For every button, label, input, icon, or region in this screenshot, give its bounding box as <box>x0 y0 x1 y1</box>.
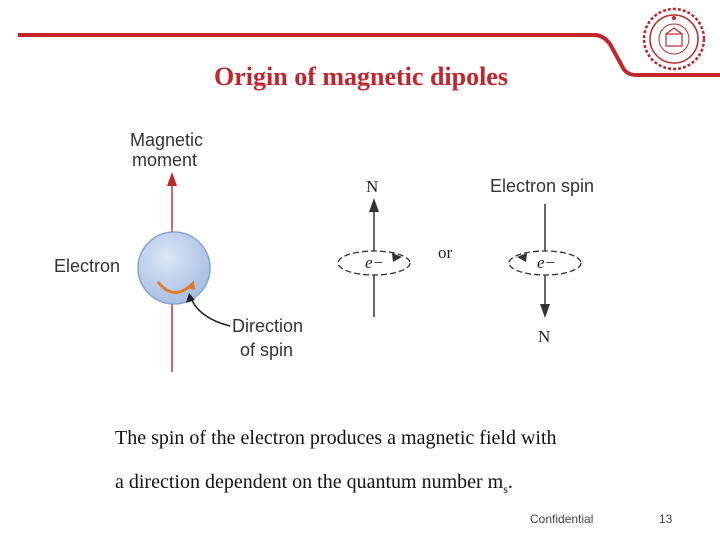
label-e-down: e− <box>537 253 556 272</box>
north-down-arrowhead <box>540 304 550 318</box>
north-up-arrowhead <box>369 198 379 212</box>
body-line-2: a direction dependent on the quantum num… <box>115 460 675 511</box>
body-text: The spin of the electron produces a magn… <box>115 416 675 511</box>
slide-title: Origin of magnetic dipoles <box>0 62 720 92</box>
magnetic-moment-arrowhead <box>167 172 177 186</box>
label-electron-spin: Electron spin <box>490 176 594 196</box>
label-moment: moment <box>132 150 197 170</box>
label-north-down: N <box>538 327 550 346</box>
page-number: 13 <box>659 512 672 526</box>
body-line-1: The spin of the electron produces a magn… <box>115 416 675 460</box>
slide-title-text: Origin of magnetic dipoles <box>214 62 508 91</box>
label-or: or <box>438 243 453 262</box>
spin-diagram: Magnetic moment Electron Direction of sp… <box>40 112 640 382</box>
body-line-2-text: a direction dependent on the quantum num… <box>115 471 503 493</box>
label-of-spin: of spin <box>240 340 293 360</box>
footer-confidential: Confidential <box>530 512 593 526</box>
label-e-up: e− <box>365 253 384 272</box>
body-line-2-period: . <box>508 471 513 493</box>
label-direction: Direction <box>232 316 303 336</box>
label-north-up: N <box>366 177 378 196</box>
label-electron: Electron <box>54 256 120 276</box>
direction-pointer <box>190 296 230 326</box>
label-magnetic: Magnetic <box>130 130 203 150</box>
